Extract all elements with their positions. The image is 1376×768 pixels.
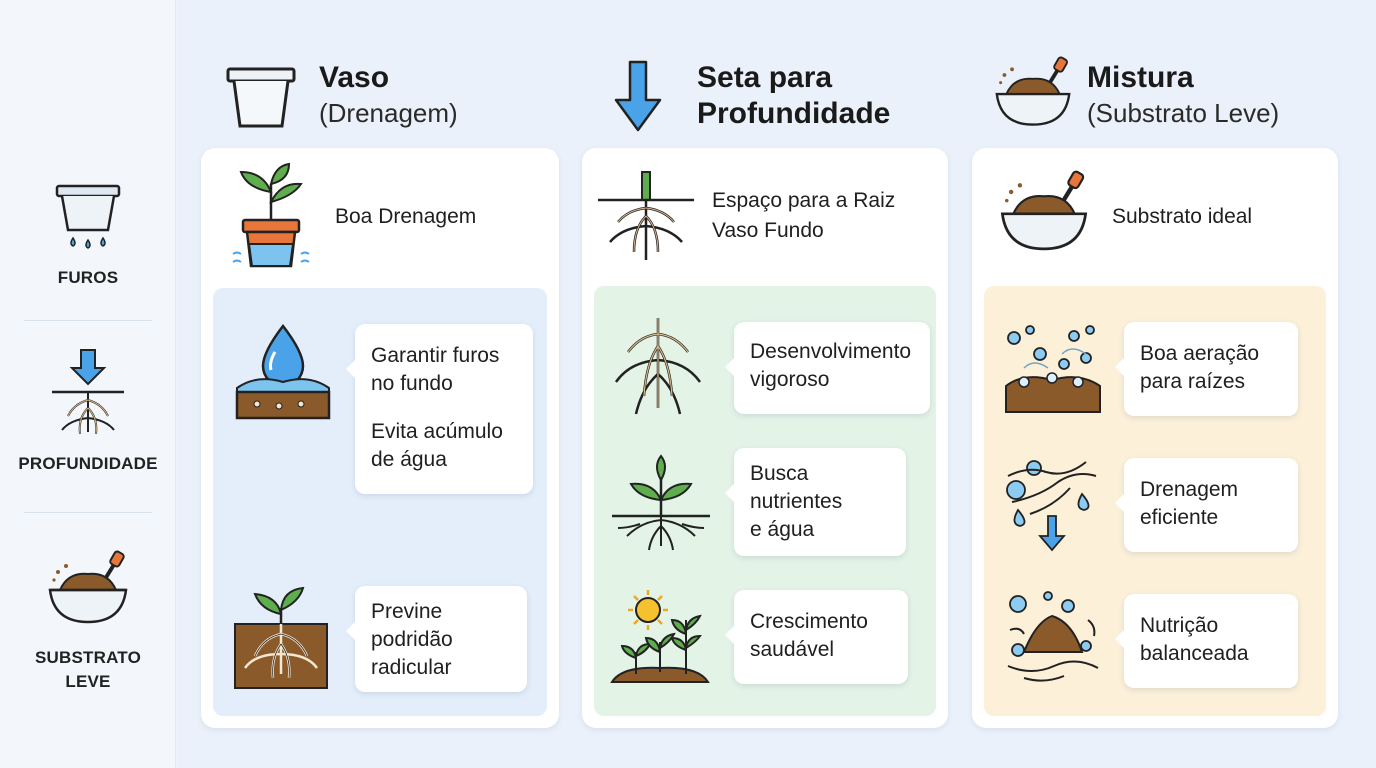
sidebar-item-substrato: SUBSTRATO LEVE (0, 550, 176, 694)
soil-bowl-icon (995, 56, 1071, 126)
column-subtitle: (Substrato Leve) (1087, 98, 1280, 128)
card-title: Substrato ideal (1112, 205, 1253, 228)
main-area: Vaso (Drenagem) Seta para Profundidade M… (177, 0, 1376, 768)
info-bubble: Garantir furos no fundo Evita acúmulo de… (346, 324, 533, 494)
drainage-flow-icon (1006, 460, 1097, 552)
bubble-text: no fundo (371, 372, 453, 395)
sidebar-label-profundidade: PROFUNDIDADE (18, 454, 158, 473)
card-vaso: Boa Drenagem Garantir furos no fundo Evi… (201, 148, 559, 728)
info-bubble: Boa aeração para raízes (1115, 322, 1298, 416)
bubble-text: e água (750, 518, 815, 541)
roots-icon (614, 318, 702, 415)
bubble-text: para raízes (1140, 370, 1246, 393)
bubble-text: radicular (371, 656, 452, 679)
bubble-text: eficiente (1140, 506, 1219, 529)
root-depth-icon (52, 349, 124, 435)
column-title: Mistura (1087, 61, 1194, 94)
potted-plant-icon (232, 162, 310, 268)
info-bubble: Busca nutrientes e água (725, 448, 906, 556)
info-bubble: Previne podridão radicular (346, 586, 527, 692)
column-header-vaso: Vaso (Drenagem) (225, 60, 458, 130)
bubble-text: Nutrição (1140, 614, 1219, 637)
info-bubble: Desenvolvimento vigoroso (725, 322, 930, 414)
sidebar-divider (24, 512, 152, 513)
panel-mistura: Boa aeração para raízes Drenagem eficien… (984, 286, 1326, 716)
panel-vaso: Garantir furos no fundo Evita acúmulo de… (213, 288, 547, 716)
bubble-text: balanceada (1140, 642, 1249, 665)
sidebar-label-furos: FUROS (57, 268, 119, 287)
pot-holes-icon (55, 184, 121, 249)
column-subtitle: (Drenagem) (319, 98, 458, 128)
column-header-mistura: Mistura (Substrato Leve) (993, 56, 1279, 136)
sidebar-divider (24, 320, 152, 321)
bubble-text: podridão (371, 628, 453, 651)
sidebar: FUROS PROFUNDIDADE SUBSTRATO LEVE (0, 0, 176, 768)
down-arrow-icon (614, 60, 662, 132)
sidebar-label-substrato: SUBSTRATO (34, 648, 141, 667)
sun-plants-icon (610, 590, 710, 683)
aeration-bubbles-icon (1005, 325, 1101, 413)
card-title-line1: Espaço para a Raiz (712, 189, 896, 212)
sprout-roots-icon (612, 454, 710, 551)
sidebar-label-leve: LEVE (65, 672, 111, 691)
deep-root-icon (598, 171, 694, 260)
bubble-text: nutrientes (750, 490, 843, 513)
sidebar-item-profundidade: PROFUNDIDADE (0, 348, 176, 476)
bubble-text: Crescimento (750, 610, 868, 633)
pot-icon (226, 67, 296, 128)
bubble-text: Desenvolvimento (750, 340, 912, 363)
nutrient-soil-icon (1007, 591, 1099, 682)
sidebar-item-furos: FUROS (0, 184, 176, 290)
column-title-line2: Profundidade (697, 97, 891, 130)
soil-bowl-icon (48, 550, 128, 624)
column-header-profundidade: Seta para Profundidade (613, 60, 890, 132)
water-drop-soil-icon (235, 323, 331, 420)
bubble-text: Boa aeração (1140, 342, 1260, 365)
card-title: Espaço para a Raiz Vaso Fundo (712, 186, 895, 246)
bubble-text: vigoroso (750, 368, 830, 391)
column-title: Seta para (697, 61, 833, 94)
bubble-text: saudável (750, 638, 835, 661)
column-title: Vaso (319, 61, 390, 94)
soil-bowl-trowel-icon (1000, 170, 1088, 251)
bubble-text: Garantir furos (371, 344, 500, 367)
bubble-text: Evita acúmulo (371, 420, 503, 443)
card-title: Boa Drenagem (335, 205, 477, 228)
panel-profundidade: Desenvolvimento vigoroso Busca nutriente… (594, 286, 936, 716)
bubble-text: de água (371, 448, 447, 471)
info-bubble: Crescimento saudável (725, 590, 908, 684)
card-title-line2: Vaso Fundo (712, 219, 824, 242)
card-profundidade: Espaço para a Raiz Vaso Fundo Desenvolvi… (582, 148, 948, 728)
info-bubble: Nutrição balanceada (1115, 594, 1298, 688)
seedling-roots-icon (234, 586, 328, 689)
info-bubble: Drenagem eficiente (1115, 458, 1298, 552)
bubble-text: Busca (750, 462, 809, 485)
card-mistura: Substrato ideal Boa aeração para raízes (972, 148, 1338, 728)
bubble-text: Previne (371, 600, 443, 623)
bubble-text: Drenagem (1140, 478, 1239, 501)
